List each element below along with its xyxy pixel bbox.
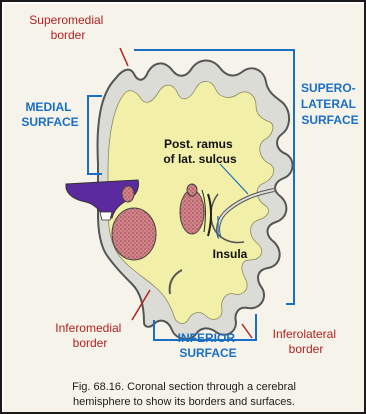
lentiform-nucleus — [180, 190, 204, 234]
caption-line-1: Fig. 68.16. Coronal section through a ce… — [12, 380, 356, 395]
inferior-surface-label: INFERIOR SURFACE — [178, 331, 239, 360]
figure: Superomedial border MEDIAL SURFACE SUPER… — [4, 4, 364, 412]
insula-label: Insula — [213, 247, 248, 261]
figure-caption: Fig. 68.16. Coronal section through a ce… — [12, 380, 356, 410]
claustrum-nucleus — [187, 184, 197, 196]
thalamus — [112, 208, 156, 260]
inferolateral-pointer — [242, 324, 252, 338]
coronal-section-diagram: Superomedial border MEDIAL SURFACE SUPER… — [4, 4, 364, 412]
inferomedial-label: Inferomedial border — [55, 321, 124, 350]
superolateral-surface-label: SUPERO- LATERAL SURFACE — [301, 81, 359, 127]
superomedial-pointer — [120, 48, 128, 66]
caudate-nucleus — [122, 186, 134, 202]
medial-surface-label: MEDIAL SURFACE — [21, 100, 78, 129]
superomedial-label: Superomedial border — [29, 13, 106, 42]
inferolateral-label: Inferolateral border — [273, 327, 340, 356]
post-ramus-label: Post. ramus of lat. sulcus — [163, 137, 237, 166]
caption-line-2: hemisphere to show its borders and surfa… — [12, 395, 356, 410]
